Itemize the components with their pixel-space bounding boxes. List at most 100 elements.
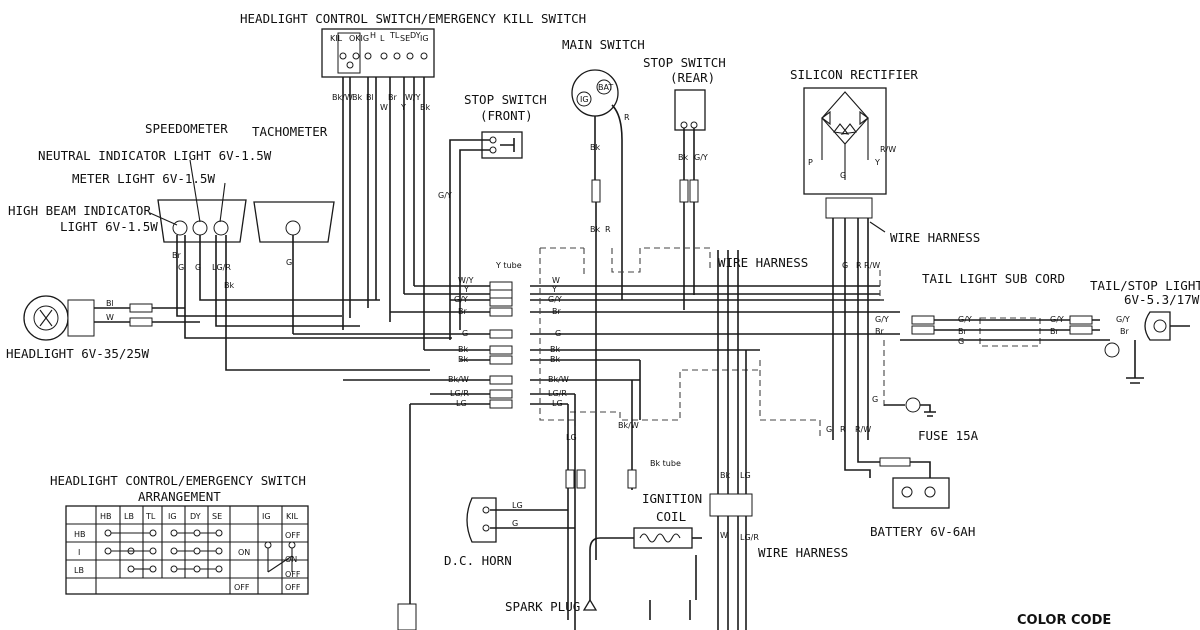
speedometer-label: SPEEDOMETER	[145, 121, 228, 136]
rect-connector	[825, 197, 873, 219]
sw-wire-wy: W/Y	[405, 93, 421, 102]
main-switch-label: MAIN SWITCH	[562, 37, 645, 52]
wire-harness-label-1: WIRE HARNESS	[890, 230, 980, 245]
svg-text:Bk: Bk	[458, 355, 468, 364]
rect-wire-y: Y	[874, 158, 880, 167]
sw-wire-bl: Bl	[366, 93, 374, 102]
sw-term-kil: KIL	[330, 34, 343, 43]
main-sw-wire-bk: Bk	[590, 143, 600, 152]
rect-wire-p: P	[808, 158, 813, 167]
rect-drop-g: G	[842, 261, 848, 270]
sw-term-ig: IG	[420, 34, 429, 43]
main-sw-wire-r2: R	[605, 225, 611, 234]
lower-wire-lg: LG	[740, 471, 751, 480]
svg-text:G: G	[555, 329, 561, 338]
sw-wire-bk2: Bk	[420, 103, 430, 112]
color-code-label: COLOR CODE	[1017, 613, 1111, 628]
bkw-wire-label: Bk/W	[618, 421, 639, 430]
arr-col-se: SE	[212, 512, 222, 521]
arr-row-lb: LB	[74, 566, 84, 575]
rect-drop-rw: R/W	[864, 261, 880, 270]
sw-wire-y: Y	[400, 103, 406, 112]
bk-tube-label: Bk tube	[650, 459, 681, 468]
sw-term-h: H	[370, 31, 376, 40]
fuse	[857, 440, 931, 480]
ground-symbol	[884, 397, 936, 417]
arrangement-title: HEADLIGHT CONTROL/EMERGENCY SWITCH	[50, 473, 306, 488]
tail-sub-cord-label: TAIL LIGHT SUB CORD	[922, 271, 1065, 286]
fuse-wire-rw: R/W	[855, 425, 871, 434]
dc-horn	[466, 497, 575, 543]
sw-wire-bkw: Bk/W	[332, 93, 353, 102]
main-harness-wires	[293, 285, 900, 405]
tachometer-label: TACHOMETER	[252, 124, 328, 139]
arr-on: ON	[238, 548, 250, 557]
sw-term-l: L	[380, 34, 385, 43]
stop-switch-front-sublabel: (FRONT)	[480, 108, 533, 123]
main-sw-wire-r: R	[624, 113, 630, 122]
battery-label: BATTERY 6V-6AH	[870, 524, 975, 539]
svg-text:G/Y: G/Y	[454, 295, 468, 304]
sw-term-dy: DY	[410, 31, 421, 40]
stop-switch-rear	[674, 89, 706, 310]
stop-switch-front	[449, 131, 523, 340]
svg-text:LG: LG	[552, 399, 563, 408]
arr-col-dy: DY	[190, 512, 201, 521]
stop-rear-wire-bk: Bk	[678, 153, 688, 162]
arr-k-on: ON	[285, 555, 297, 564]
lg-connector-1	[565, 469, 575, 489]
headlight-wire-bl: Bl	[106, 299, 114, 308]
stop-switch-rear-sublabel: (REAR)	[670, 70, 715, 85]
ignition-coil	[589, 527, 702, 600]
harness-verticals	[409, 250, 747, 630]
tail-wire-br-3: Br	[1050, 327, 1059, 336]
silicon-rectifier	[803, 87, 887, 195]
tail-wire-gy-4: G/Y	[1116, 315, 1130, 324]
svg-text:Bk: Bk	[458, 345, 468, 354]
horn-wire-g: G	[512, 519, 518, 528]
meter-wire-lgr: LG/R	[212, 263, 231, 272]
headlight-switch-title: HEADLIGHT CONTROL SWITCH/EMERGENCY KILL …	[240, 11, 586, 26]
arr-kill-ig: IG	[262, 512, 271, 521]
harness-outlines	[539, 247, 1041, 440]
svg-text:Br: Br	[458, 307, 467, 316]
meter-wire-g2: G	[195, 263, 201, 272]
arr-row-i: I	[78, 548, 80, 557]
svg-text:Bk: Bk	[550, 345, 560, 354]
sw-wire-w: W	[380, 103, 388, 112]
stop-rear-wire-gy: G/Y	[694, 153, 708, 162]
rect-wire-rw: R/W	[880, 145, 896, 154]
tail-wire-g: G	[958, 337, 964, 346]
tail-stop-label: TAIL/STOP LIGHT	[1090, 278, 1200, 293]
battery	[844, 440, 950, 509]
svg-text:W/Y: W/Y	[458, 276, 474, 285]
fuse-wire-r: R	[840, 425, 846, 434]
bk-connector	[627, 469, 637, 489]
lower-wire-bk: Bk	[720, 471, 730, 480]
sw-term-se: SE	[400, 34, 410, 43]
main-sw-wire-bk2: Bk	[590, 225, 600, 234]
tail-wire-br-1: Br	[875, 327, 884, 336]
arr-col-ig: IG	[168, 512, 177, 521]
ignition-coil-label: IGNITION	[642, 491, 702, 506]
tail-wire-br-4: Br	[1120, 327, 1129, 336]
spark-plug-arrow	[582, 598, 598, 611]
switch-drop-wires	[342, 77, 425, 350]
svg-text:LG/R: LG/R	[450, 389, 469, 398]
headlight-wire-w: W	[106, 313, 114, 322]
svg-text:Y: Y	[463, 285, 469, 294]
lg-connector-2	[576, 469, 586, 489]
y-tube-label: Y tube	[495, 261, 522, 270]
tacho-wire-g: G	[286, 258, 292, 267]
lg-wire-label: LG	[566, 433, 577, 442]
arr-col-tl: TL	[145, 512, 156, 521]
headlight	[23, 295, 200, 341]
sw-term-okig: OKIG	[349, 34, 369, 43]
main-sw-bat: BAT	[598, 83, 613, 92]
svg-text:G: G	[462, 329, 468, 338]
stop-front-wire-gy: G/Y	[438, 191, 452, 200]
sw-wire-bk: Bk	[352, 93, 362, 102]
high-beam-label: HIGH BEAM INDICATOR	[8, 203, 151, 218]
arr-col-lb: LB	[124, 512, 134, 521]
